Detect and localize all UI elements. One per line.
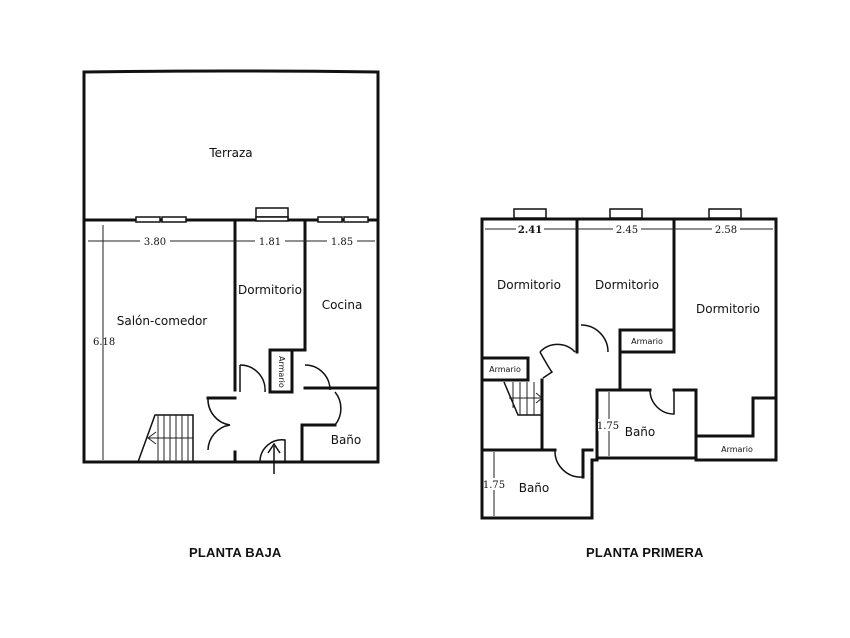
terrace-outline [82, 69, 380, 222]
room-terrace: Terraza [208, 146, 252, 160]
room-closet-3: Armario [721, 445, 753, 454]
dim-bedroom-width: 1.81 [259, 237, 281, 248]
room-bedroom-2: Dormitorio [595, 278, 659, 292]
door-swing [239, 364, 266, 393]
window [708, 208, 742, 219]
door-swing [304, 364, 331, 391]
ground-floor-plan: 3.80 1.81 1.85 6.18 Terraza Salón-comedo… [82, 69, 380, 474]
dim-depth: 6.18 [93, 337, 115, 348]
room-living-dining: Salón-comedor [117, 314, 208, 328]
door-swing [207, 424, 231, 451]
window [255, 216, 289, 222]
dim-bedroom-2-width: 2.45 [616, 225, 638, 236]
door-swing [207, 397, 231, 426]
stairs-icon [503, 381, 543, 416]
dim-living-width: 3.80 [144, 237, 166, 248]
entrance-arrow-head [267, 442, 281, 454]
room-bedroom: Dormitorio [238, 283, 302, 297]
room-bathroom-1: Baño [625, 425, 656, 439]
room-bathroom: Baño [331, 433, 362, 447]
ground-house-outline [82, 218, 380, 464]
door-swing [649, 389, 675, 415]
stairs-icon [137, 414, 194, 463]
dim-kitchen-width: 1.85 [331, 237, 353, 248]
room-closet: Armario [277, 356, 286, 388]
window [609, 208, 643, 219]
room-bedroom-3: Dormitorio [696, 302, 760, 316]
room-bathroom-2: Baño [519, 481, 550, 495]
door-swing [334, 391, 342, 426]
caption-ground-floor: PLANTA BAJA [189, 545, 282, 560]
dim-bathroom-1-depth: 1.75 [597, 421, 619, 432]
dim-bathroom-2-depth: 1.75 [483, 480, 505, 491]
door-swing [554, 449, 584, 478]
door-swing [539, 351, 554, 379]
room-closet-2: Armario [631, 337, 663, 346]
window [343, 216, 369, 223]
room-kitchen: Cocina [322, 298, 363, 312]
window [135, 216, 161, 223]
room-closet-1: Armario [489, 365, 521, 374]
window [255, 207, 289, 218]
entrance-door-swing [259, 439, 286, 463]
window [161, 216, 187, 223]
door-swing [580, 324, 609, 353]
window [513, 208, 547, 219]
room-bedroom-1: Dormitorio [497, 278, 561, 292]
first-house-outline [480, 217, 778, 520]
caption-first-floor: PLANTA PRIMERA [586, 545, 704, 560]
first-floor-plan: 2.41 2.45 2.58 1.75 1.75 Dormitorio Dorm… [480, 208, 778, 520]
door-swing [539, 343, 576, 353]
dim-bedroom-1-width: 2.41 [518, 225, 542, 236]
window [317, 216, 343, 223]
dim-bedroom-3-width: 2.58 [715, 225, 737, 236]
